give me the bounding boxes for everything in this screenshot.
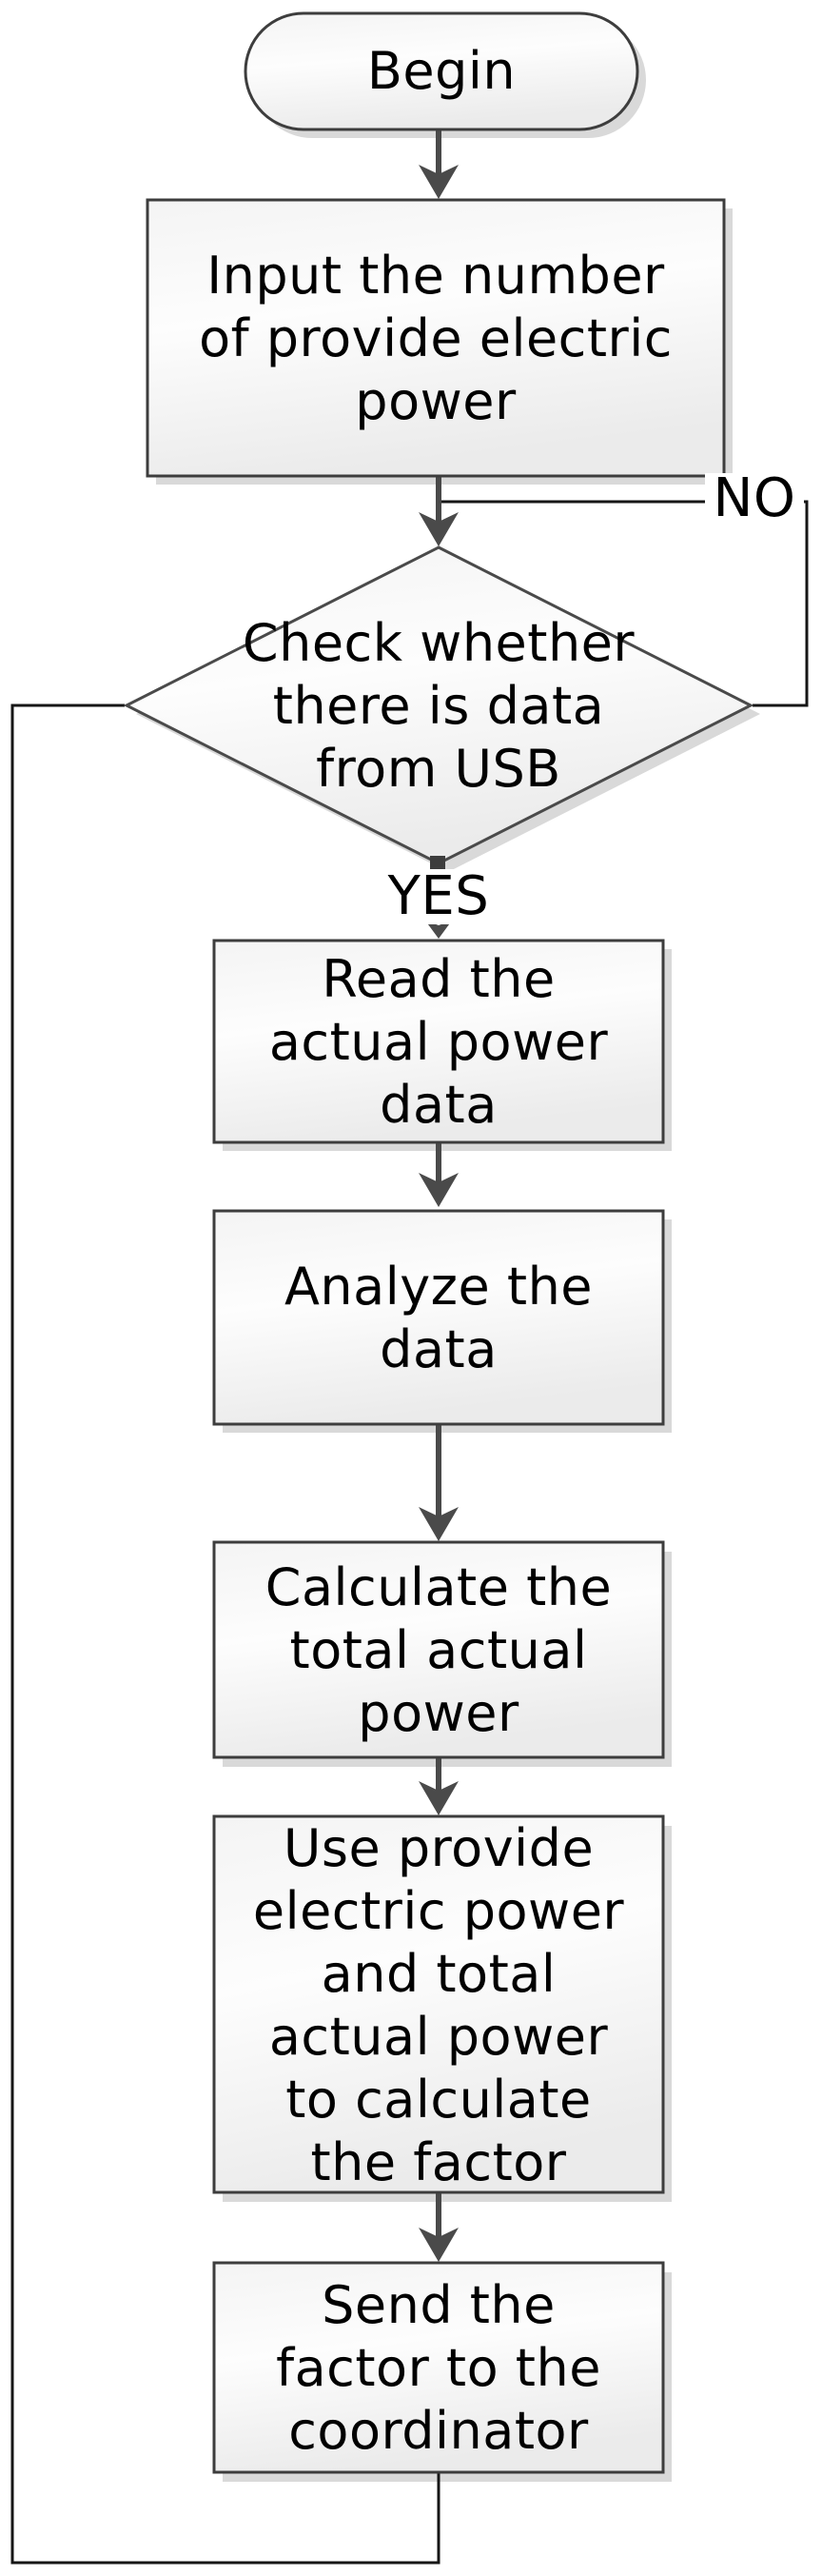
- analyze-line: Analyze the: [284, 1257, 594, 1317]
- no-branch-label: NO: [705, 472, 804, 525]
- calc-total-line: total actual: [289, 1620, 588, 1680]
- input-process-shape: [146, 198, 726, 478]
- calc-factor-line: the factor: [310, 2131, 567, 2192]
- send-line: factor to the: [276, 2338, 601, 2398]
- input-line: power: [355, 371, 517, 431]
- calc-factor-line: and total: [321, 1943, 557, 2004]
- send-node-label: Send the factor to the coordinator: [214, 2265, 663, 2472]
- begin-terminator-shape: [244, 11, 639, 131]
- read-node-label: Read the actual power data: [214, 942, 663, 1142]
- read-line: actual power: [268, 1012, 609, 1072]
- read-line: Read the: [322, 949, 556, 1009]
- calc-total-line: power: [358, 1683, 519, 1743]
- calc-factor-line: actual power: [268, 2006, 609, 2067]
- calc-factor-line: to calculate: [285, 2069, 592, 2130]
- arrowhead-calc-total-to-calc-factor: [419, 1781, 459, 1815]
- begin-line: Begin: [366, 41, 517, 101]
- analyze-node-label: Analyze the data: [214, 1213, 663, 1424]
- arrowhead-input-to-decision: [419, 512, 459, 546]
- arrowhead-analyze-to-calc-total: [419, 1507, 459, 1541]
- calc-factor-node-label: Use provide electric power and total act…: [214, 1818, 663, 2192]
- send-line: Send the: [322, 2275, 556, 2335]
- arrowhead-read-to-analyze: [419, 1173, 459, 1207]
- calc-total-node-label: Calculate the total actual power: [214, 1544, 663, 1757]
- calc-total-line: Calculate the: [264, 1557, 613, 1617]
- analyze-process-shape: [212, 1209, 665, 1426]
- read-line: data: [380, 1075, 498, 1135]
- decision-line: there is data: [272, 676, 605, 736]
- calc-total-process-shape: [212, 1540, 665, 1759]
- send-line: coordinator: [288, 2401, 589, 2461]
- arrowhead-begin-to-input: [419, 165, 459, 199]
- decision-line: Check whether: [242, 613, 636, 673]
- no-loop-line: [439, 500, 809, 707]
- analyze-line: data: [380, 1319, 498, 1379]
- decision-line: from USB: [316, 739, 561, 799]
- begin-node-label: Begin: [245, 13, 637, 129]
- decision-node-label: Check whether there is data from USB: [127, 549, 751, 863]
- decision-bottom-connector-dot: [430, 856, 445, 871]
- input-line: of provide electric: [199, 308, 673, 368]
- calc-factor-process-shape: [212, 1814, 665, 2194]
- read-process-shape: [212, 939, 665, 1144]
- arrowhead-yes-to-read: [425, 921, 452, 939]
- return-loop-line: [10, 703, 440, 2565]
- arrowhead-calc-factor-to-send: [419, 2228, 459, 2262]
- calc-factor-line: Use provide: [283, 1817, 595, 1878]
- yes-branch-label: YES: [374, 869, 503, 924]
- calc-factor-line: electric power: [252, 1880, 625, 1941]
- input-line: Input the number: [206, 246, 665, 306]
- input-node-label: Input the number of provide electric pow…: [147, 202, 724, 476]
- send-process-shape: [212, 2261, 665, 2474]
